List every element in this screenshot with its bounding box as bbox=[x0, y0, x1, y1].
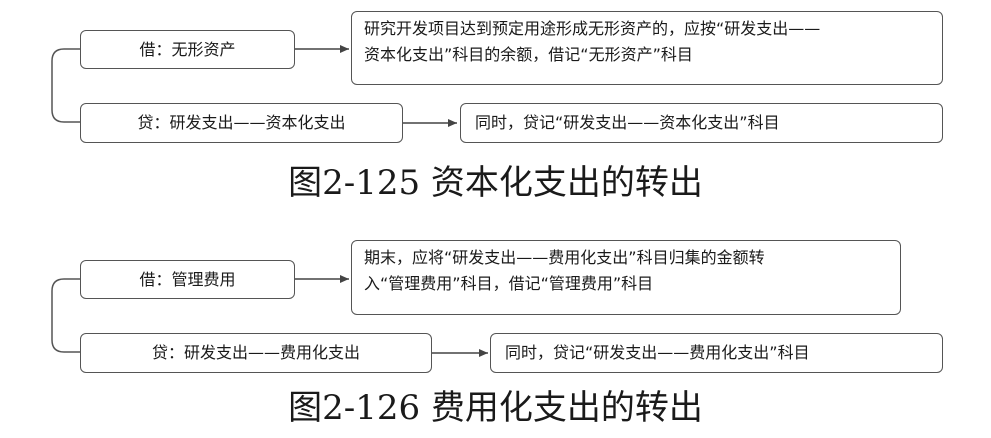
note-credit-label-1: 同时，贷记“研发支出——资本化支出”科目 bbox=[475, 113, 780, 133]
note-credit-label-2: 同时，贷记“研发支出——费用化支出”科目 bbox=[505, 343, 810, 363]
note-line-2a: 期末，应将“研发支出——费用化支出”科目归集的金额转 bbox=[364, 248, 765, 267]
note-line-1b: 资本化支出”科目的余额，借记“无形资产”科目 bbox=[364, 44, 693, 64]
debit-box-1: 借：无形资产 bbox=[80, 30, 295, 69]
note-box-2: 期末，应将“研发支出——费用化支出”科目归集的金额转 入“管理费用”科目，借记“… bbox=[351, 240, 901, 315]
credit-box-2: 贷：研发支出——费用化支出 bbox=[80, 333, 432, 373]
note-line-1a: 研究开发项目达到预定用途形成无形资产的，应按“研发支出—— bbox=[364, 19, 821, 38]
credit-box-1: 贷：研发支出——资本化支出 bbox=[80, 103, 403, 143]
note-box-1: 研究开发项目达到预定用途形成无形资产的，应按“研发支出—— 资本化支出”科目的余… bbox=[351, 11, 943, 85]
credit-label-1: 贷：研发支出——资本化支出 bbox=[137, 113, 346, 133]
debit-label-2: 借：管理费用 bbox=[139, 269, 236, 289]
bracket-line-1 bbox=[51, 48, 80, 123]
caption-2: 图2-126 费用化支出的转出 bbox=[288, 388, 703, 428]
caption-1: 图2-125 资本化支出的转出 bbox=[288, 163, 703, 203]
note-credit-box-2: 同时，贷记“研发支出——费用化支出”科目 bbox=[490, 333, 943, 373]
debit-box-2: 借：管理费用 bbox=[80, 260, 295, 299]
credit-label-2: 贷：研发支出——费用化支出 bbox=[151, 343, 360, 363]
note-line-2b: 入“管理费用”科目，借记“管理费用”科目 bbox=[364, 273, 654, 293]
debit-label-1: 借：无形资产 bbox=[139, 39, 236, 59]
bracket-line-2 bbox=[51, 278, 80, 353]
note-credit-box-1: 同时，贷记“研发支出——资本化支出”科目 bbox=[460, 103, 943, 143]
